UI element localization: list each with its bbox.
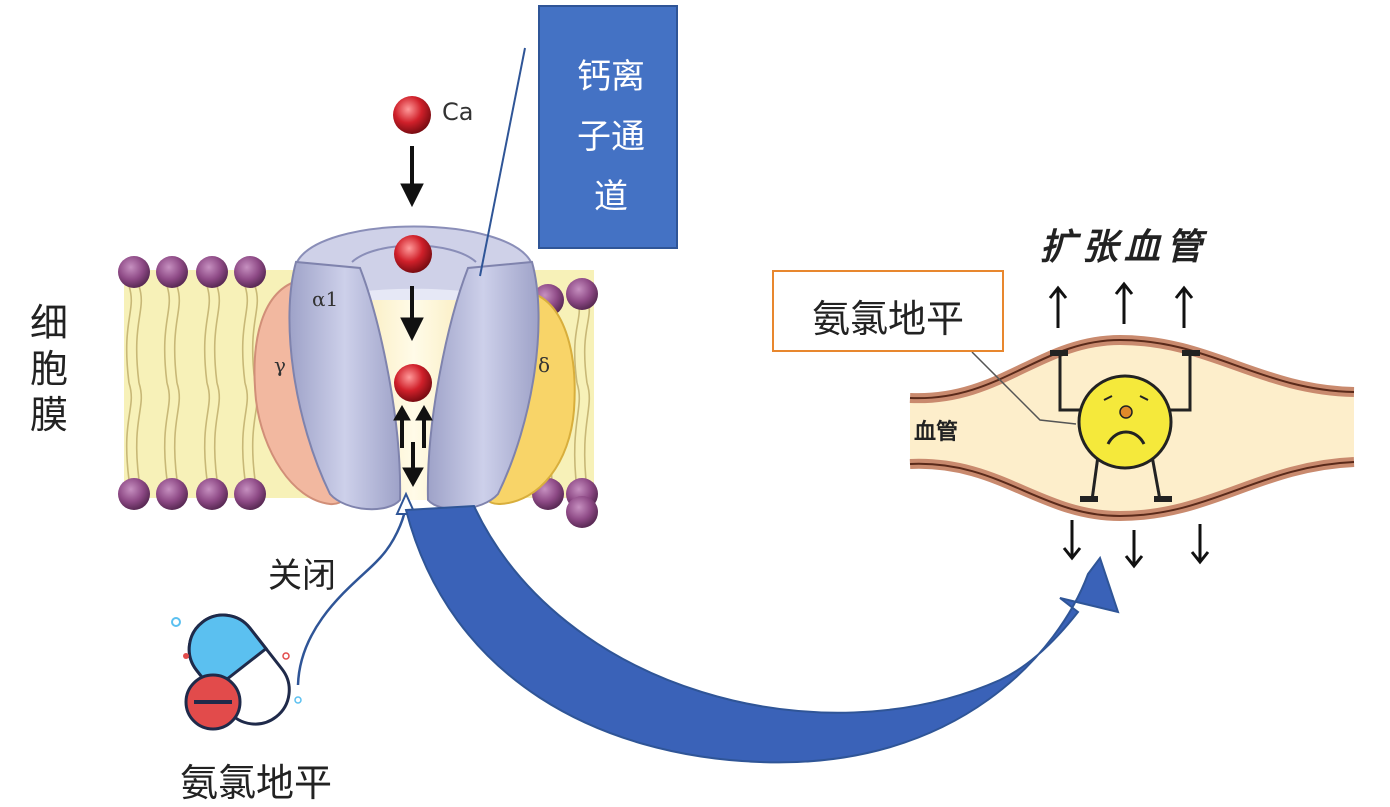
lipid-tail <box>203 285 211 384</box>
lipid-tail <box>173 285 181 384</box>
alpha1-left-subunit <box>288 260 402 511</box>
subunit-delta-label: δ <box>538 353 550 377</box>
drug-callout-box: 氨氯地平 <box>772 270 1004 352</box>
lipid-tail <box>583 382 591 491</box>
lipid-tail <box>125 285 133 384</box>
lipid-tail <box>135 382 143 481</box>
lipid-head-bottom <box>156 478 188 510</box>
lipid-head-bottom <box>234 478 266 510</box>
lipid-head-bottom <box>118 478 150 510</box>
dilation-arrows <box>1048 281 1210 569</box>
vessel-label: 血管 <box>914 420 959 445</box>
subunit-alpha1-label: α1 <box>312 287 338 311</box>
close-label: 关闭 <box>268 556 336 596</box>
calcium-ion-middle <box>394 235 432 273</box>
channel-callout-text: 钙离子通道 <box>577 57 645 217</box>
lipid-tail <box>213 285 221 384</box>
lipid-tail <box>213 382 221 481</box>
lipid-head-top <box>566 278 598 310</box>
calcium-ion-top <box>393 96 431 134</box>
sparkle-decorations <box>171 617 302 704</box>
vessel-leader-line <box>971 351 1077 425</box>
lipid-head-top <box>234 256 266 288</box>
lipid-tail <box>203 382 211 481</box>
lipid-tail <box>573 382 581 491</box>
lipid-tail <box>241 285 249 384</box>
lipid-tail <box>241 382 249 481</box>
channel-callout-box: 钙离子通道 <box>538 5 678 249</box>
calcium-label: Ca <box>442 98 474 126</box>
capsule-icon <box>187 613 291 726</box>
drug-action-arrow <box>296 504 408 686</box>
drug-callout-text: 氨氯地平 <box>811 297 964 341</box>
lipid-heads <box>118 256 598 528</box>
channel-leader-line <box>479 47 526 277</box>
ion-flow-arrows <box>393 146 433 488</box>
subunit-gamma-label: γ <box>274 353 286 377</box>
membrane-label: 细胞膜 <box>30 301 69 437</box>
lipid-tail <box>163 382 171 481</box>
lipid-head-top <box>118 256 150 288</box>
drug-label: 氨氯地平 <box>180 761 333 805</box>
lipid-tail <box>173 382 181 481</box>
lipid-tail <box>163 285 171 384</box>
calcium-ion-bottom <box>394 364 432 402</box>
lipid-head-bottom <box>566 496 598 528</box>
face-icon <box>1050 350 1200 502</box>
lipid-tail <box>135 285 143 384</box>
lipid-head-top <box>196 256 228 288</box>
lipid-head-top <box>156 256 188 288</box>
pill-icon <box>184 673 242 731</box>
big-effect-arrow <box>404 504 1120 764</box>
lipid-head-bottom <box>196 478 228 510</box>
lipid-tail <box>251 285 259 384</box>
lipid-tail <box>125 382 133 481</box>
dilate-vessel-label: 扩张血管 <box>1040 227 1209 268</box>
